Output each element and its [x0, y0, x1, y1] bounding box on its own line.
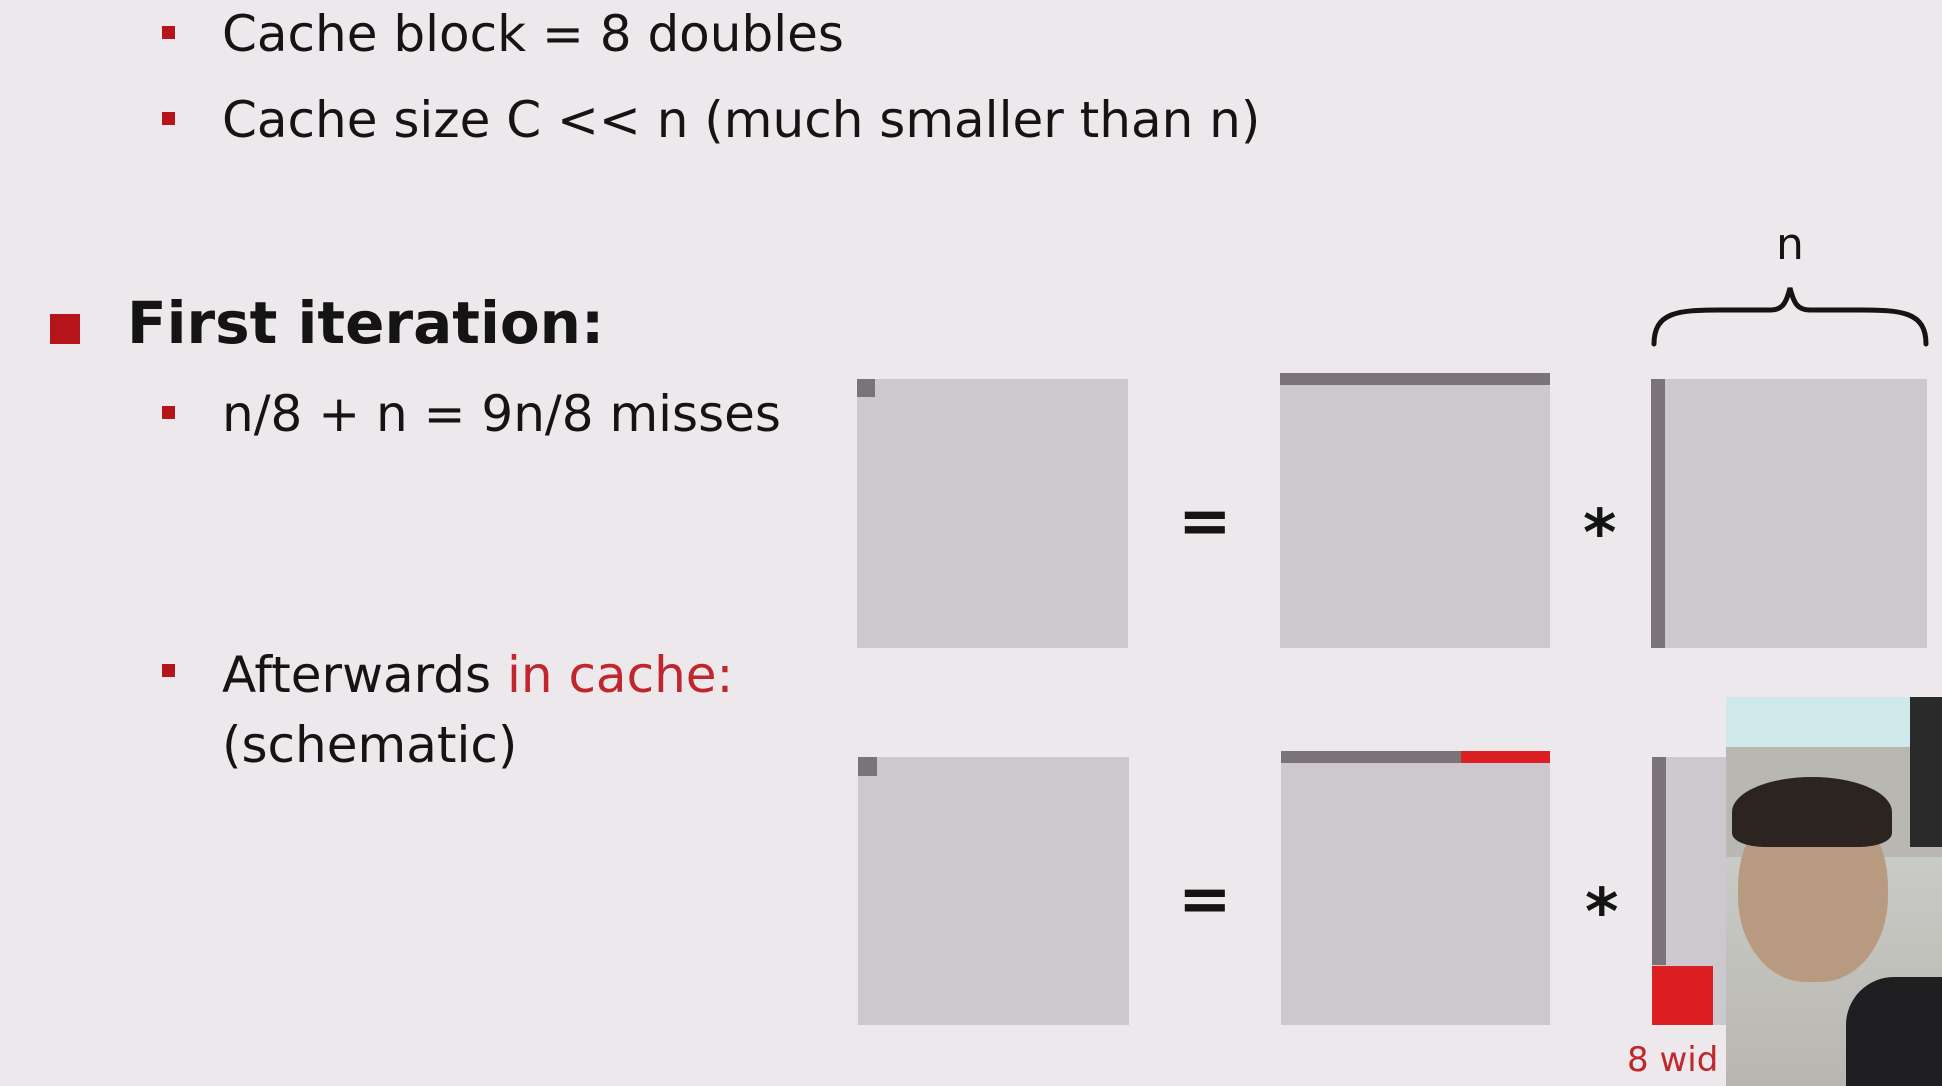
n-label: n [1776, 219, 1804, 270]
brace-icon [1651, 287, 1929, 347]
first-iteration-heading: First iteration: [127, 289, 605, 357]
presenter-webcam [1726, 697, 1942, 1086]
in-cache-highlight: in cache: [506, 646, 734, 704]
matrix-c-top [857, 379, 1128, 648]
equals-sign-bottom: = [1178, 863, 1232, 937]
webcam-screen [1726, 697, 1910, 747]
matrix-c-top-element [857, 379, 875, 397]
matrix-a-bottom [1281, 751, 1550, 1025]
matrix-a-top [1280, 373, 1550, 648]
times-sign-top: * [1583, 497, 1617, 571]
matrix-c-bottom-element [858, 757, 877, 776]
width-note: 8 wid [1627, 1040, 1719, 1080]
presenter-shoulder [1846, 977, 1942, 1086]
bullet-marker [162, 112, 175, 125]
matrix-b-bottom-cached-block [1652, 966, 1713, 1025]
presenter-hair [1732, 777, 1892, 847]
bullet-marker [162, 406, 175, 419]
afterwards-prefix: Afterwards [222, 646, 507, 704]
heading-bullet-marker [50, 314, 80, 344]
bullet-marker [162, 26, 175, 39]
matrix-b-bottom-column [1652, 757, 1666, 965]
bullet-marker [162, 664, 175, 677]
afterwards-text: Afterwards in cache: [222, 645, 733, 705]
matrix-b-top-column [1651, 379, 1665, 648]
matrix-c-bottom [858, 757, 1129, 1025]
matrix-b-top [1651, 379, 1927, 648]
schematic-text: (schematic) [222, 716, 518, 774]
matrix-a-top-row [1280, 373, 1550, 385]
bullet-cache-block: Cache block = 8 doubles [222, 5, 844, 63]
webcam-dark-frame [1910, 697, 1942, 847]
misses-text: n/8 + n = 9n/8 misses [222, 385, 781, 443]
matrix-a-bottom-cached-block [1461, 751, 1550, 763]
bullet-cache-size: Cache size C << n (much smaller than n) [222, 91, 1261, 149]
times-sign-bottom: * [1585, 876, 1619, 950]
equals-sign-top: = [1178, 485, 1232, 559]
matrix-a-bottom-row [1281, 751, 1461, 763]
